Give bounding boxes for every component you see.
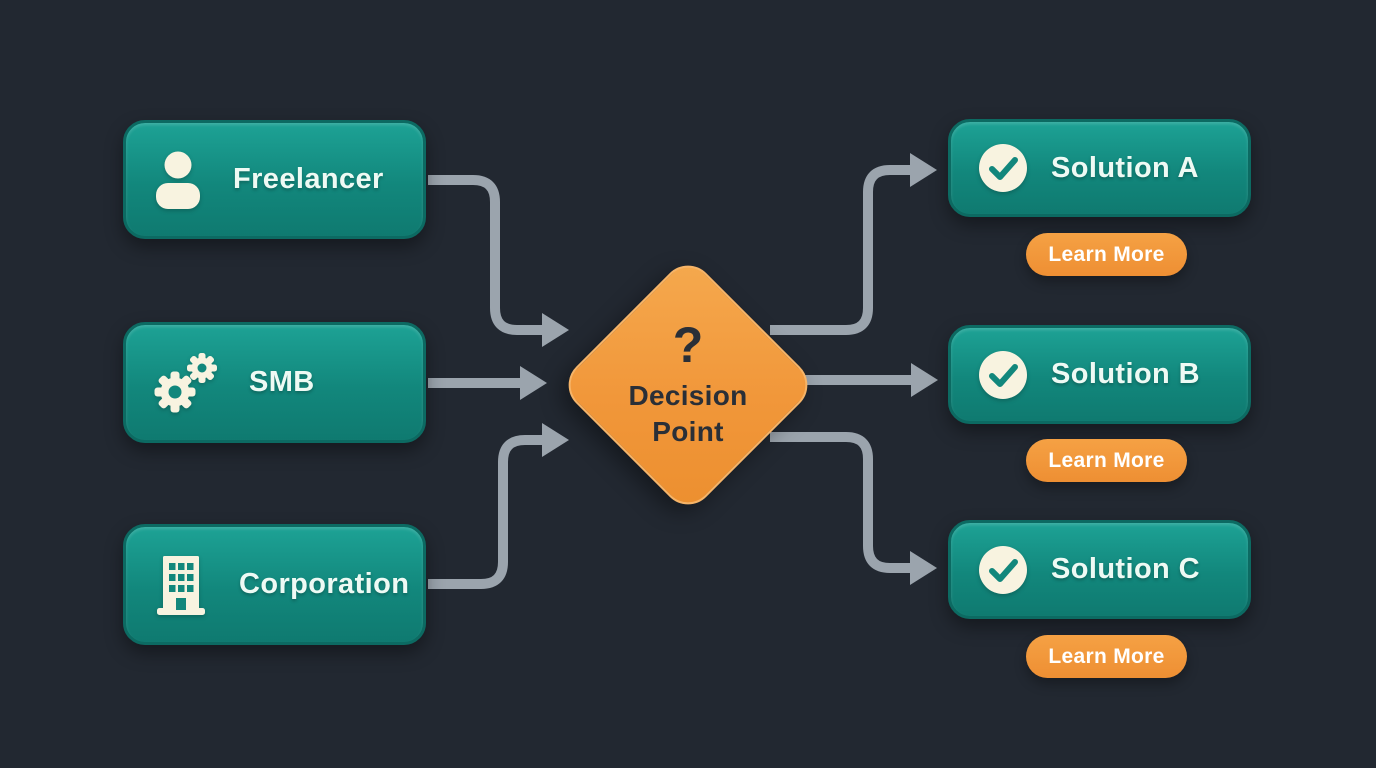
solution-node-label: Solution C (1051, 553, 1200, 585)
source-node-smb: SMB (123, 322, 426, 443)
arrow-decision-to-solution-a (770, 153, 937, 335)
arrow-decision-to-solution-b (805, 363, 938, 397)
check-icon (978, 545, 1028, 595)
solution-node-b: Solution B (948, 325, 1251, 424)
solution-node-c: Solution C (948, 520, 1251, 619)
gears-icon (150, 350, 222, 416)
question-mark-icon: ? (672, 317, 704, 374)
arrow-decision-to-solution-c (770, 432, 937, 585)
learn-more-button-b[interactable]: Learn More (1026, 439, 1187, 482)
arrow-corporation-to-decision (428, 423, 569, 589)
solution-node-a: Solution A (948, 119, 1251, 217)
person-icon (150, 149, 206, 211)
check-icon (978, 350, 1028, 400)
source-node-corporation: Corporation (123, 524, 426, 645)
source-node-freelancer: Freelancer (123, 120, 426, 239)
arrow-freelancer-to-decision (428, 175, 569, 347)
source-node-label: Freelancer (233, 163, 384, 195)
learn-more-button-a[interactable]: Learn More (1026, 233, 1187, 276)
building-icon (150, 552, 212, 618)
arrow-smb-to-decision (428, 366, 547, 400)
source-node-label: Corporation (239, 568, 410, 600)
check-icon (978, 143, 1028, 193)
decision-label: ? Decision Point (628, 317, 748, 447)
learn-more-button-c[interactable]: Learn More (1026, 635, 1187, 678)
solution-node-label: Solution A (1051, 151, 1199, 184)
source-node-label: SMB (249, 366, 315, 398)
solution-node-label: Solution B (1051, 358, 1200, 390)
